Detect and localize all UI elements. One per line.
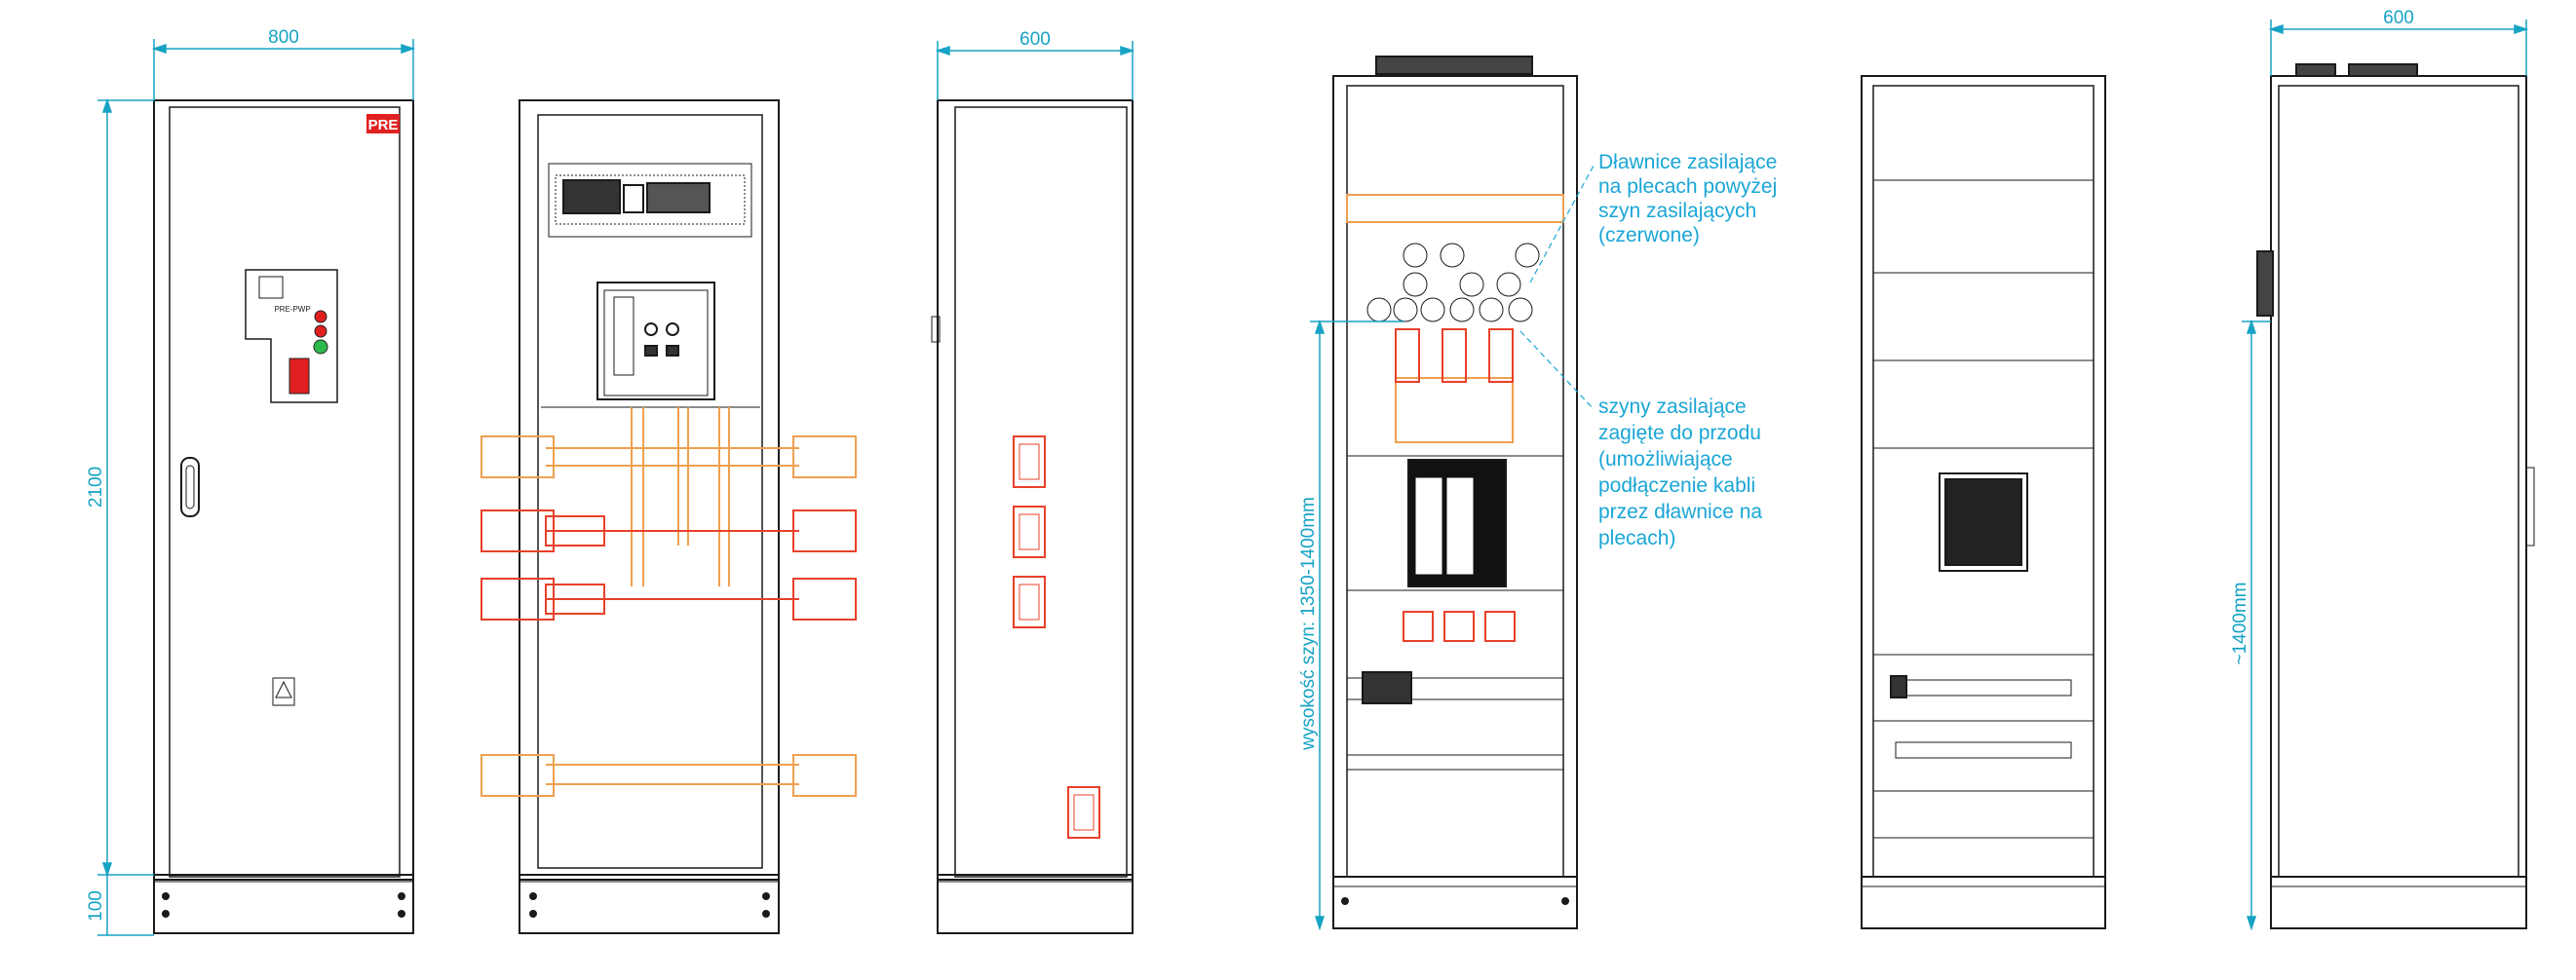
view-internals-annotated <box>1332 56 1578 929</box>
annotation-glands-line-2: na plecach powyżej <box>1598 175 1777 198</box>
annotation-glands-line-1: Dławnice zasilające <box>1598 151 1777 173</box>
brand-badge-text: PRE <box>368 117 399 133</box>
view-side-left <box>931 99 1134 934</box>
view-front-open <box>519 99 780 934</box>
dim-side-width-left: 600 <box>1019 29 1051 50</box>
panel-model-label: PRE-PWP <box>274 305 310 314</box>
annotation-busbars-line-1: szyny zasilające <box>1598 396 1747 418</box>
dim-total-height: 2100 <box>86 467 106 508</box>
dimension-lines-side-left <box>935 41 1135 100</box>
view-side-right <box>2256 63 2535 929</box>
view-front-panels <box>1861 75 2106 929</box>
annotation-busbars-line-6: plecach) <box>1598 527 1675 549</box>
annotation-busbars: szyny zasilające zagięte do przodu (umoż… <box>1598 396 1762 549</box>
annotation-busbars-line-3: (umożliwiające <box>1598 448 1733 471</box>
annotation-busbars-line-4: podłączenie kabli <box>1598 474 1755 497</box>
annotation-glands-line-4: (czerwone) <box>1598 224 1700 246</box>
dim-front-width: 800 <box>268 27 299 48</box>
annotation-leaders <box>1519 165 1595 410</box>
dim-base-height: 100 <box>86 890 106 922</box>
dim-side-width-right: 600 <box>2383 8 2414 28</box>
annotation-glands: Dławnice zasilające na plecach powyżej s… <box>1598 151 1777 246</box>
dimension-busbar-height <box>1310 319 1403 931</box>
glands-side-left <box>1013 435 1100 839</box>
annotation-busbars-line-2: zagięte do przodu <box>1598 422 1761 444</box>
dim-right-height: ~1400mm <box>2230 582 2250 664</box>
busbars-view2 <box>481 435 857 797</box>
view-front-closed <box>153 99 414 934</box>
busbars-red-view4 <box>1395 328 1516 642</box>
annotation-glands-line-3: szyn zasilających <box>1598 200 1756 222</box>
annotation-busbars-line-5: przez dławnice na <box>1598 501 1762 523</box>
dimension-lines-front <box>97 39 416 936</box>
dimension-lines-side-right <box>2242 19 2529 931</box>
dim-busbar-height: wysokość szyn: 1350-1400mm <box>1298 497 1319 751</box>
